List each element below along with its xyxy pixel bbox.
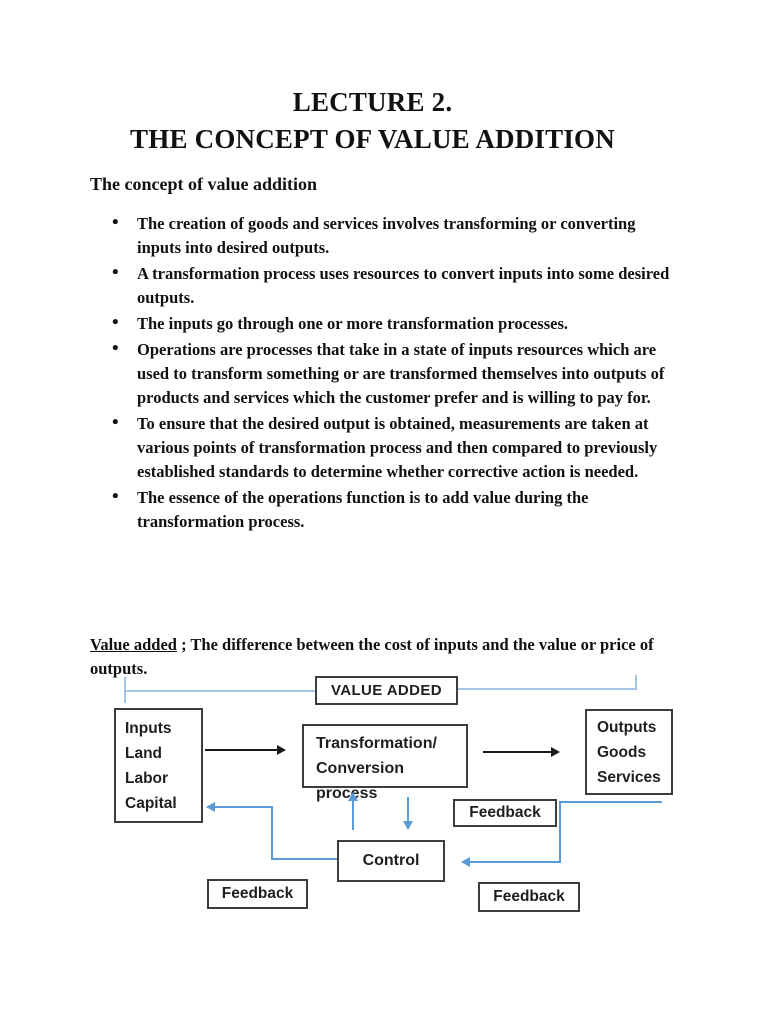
bracket-right-tick xyxy=(635,675,637,690)
arrow-transformation-to-outputs xyxy=(483,751,551,753)
value-added-definition-text: ; The difference between the cost of inp… xyxy=(90,634,654,678)
inputs-box: Inputs Land Labor Capital xyxy=(114,708,203,823)
outputs-box: Outputs Goods Services xyxy=(585,709,673,795)
inputs-box-line: Land xyxy=(125,745,163,762)
inputs-box-line: Capital xyxy=(125,795,177,812)
transformation-box: Transformation/ Conversion process xyxy=(302,724,468,802)
control-box: Control xyxy=(337,840,445,882)
page-title: LECTURE 2. THE CONCEPT OF VALUE ADDITION xyxy=(50,84,695,158)
arrowhead-right-icon xyxy=(551,747,560,757)
bullet-list: The creation of goods and services invol… xyxy=(90,211,710,536)
feedback-box-bottom-right: Feedback xyxy=(478,882,580,912)
feedback-box-right: Feedback xyxy=(453,799,557,827)
outputs-box-line: Outputs xyxy=(597,719,657,736)
feedback-line-right-vertical xyxy=(559,801,561,863)
inputs-box-line: Inputs xyxy=(125,720,172,737)
title-line-2: THE CONCEPT OF VALUE ADDITION xyxy=(130,124,615,154)
bracket-right-line xyxy=(458,688,636,690)
bullet-item: Operations are processes that take in a … xyxy=(90,337,710,410)
feedback-line-left-vertical xyxy=(271,807,273,860)
arrow-control-to-transformation xyxy=(352,801,354,830)
feedback-line-to-inputs xyxy=(215,806,273,808)
bullet-item: To ensure that the desired output is obt… xyxy=(90,411,710,484)
value-added-term: Value added xyxy=(90,634,177,654)
bracket-left-line xyxy=(125,690,315,692)
value-added-box: VALUE ADDED xyxy=(315,676,458,705)
feedback-box-bottom-left: Feedback xyxy=(207,879,308,909)
arrow-inputs-to-transformation xyxy=(205,749,277,751)
inputs-box-line: Labor xyxy=(125,770,169,787)
arrow-transformation-to-control xyxy=(407,797,409,821)
arrowhead-left-icon xyxy=(206,802,215,812)
feedback-line-to-control-left xyxy=(271,858,337,860)
bullet-item: The essence of the operations function i… xyxy=(90,485,710,534)
value-added-definition: Value added ; The difference between the… xyxy=(90,633,705,681)
title-line-1: LECTURE 2. xyxy=(292,87,453,117)
arrowhead-right-icon xyxy=(277,745,286,755)
bullet-item: The inputs go through one or more transf… xyxy=(90,311,710,336)
bullet-item: A transformation process uses resources … xyxy=(90,261,710,310)
arrowhead-down-icon xyxy=(403,821,413,830)
section-heading: The concept of value addition xyxy=(90,174,318,194)
value-added-diagram: VALUE ADDED Inputs Land Labor Capital Tr… xyxy=(0,660,768,960)
bullet-item: The creation of goods and services invol… xyxy=(90,211,710,260)
outputs-box-line: Services xyxy=(597,769,661,786)
arrowhead-up-icon xyxy=(348,792,358,801)
value-added-box-label: VALUE ADDED xyxy=(330,682,443,699)
outputs-box-line: Goods xyxy=(597,744,647,761)
feedback-line-to-control-right xyxy=(470,861,561,863)
transformation-box-line: Transformation/ xyxy=(316,735,437,752)
transformation-box-line: Conversion process xyxy=(316,760,405,802)
arrowhead-left-icon xyxy=(461,857,470,867)
feedback-line-under-outputs xyxy=(559,801,662,803)
